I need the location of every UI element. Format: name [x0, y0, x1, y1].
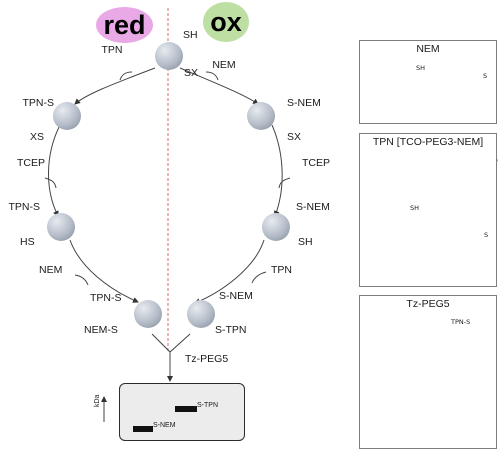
left-tcep: TCEP — [17, 157, 46, 169]
protein-bead — [187, 300, 215, 328]
right-sh: SH — [298, 236, 313, 248]
arrow-right-1 — [271, 124, 283, 217]
gel-kda-label: kDa — [94, 394, 101, 407]
tz-panel: Tz-PEG5 — [359, 295, 497, 449]
tcep-feed-left — [44, 177, 57, 189]
ox-state-oval: ox — [203, 2, 249, 42]
protein-bead — [262, 213, 290, 241]
nem-panel-title: NEM — [416, 43, 440, 55]
tpn-panel: TPN [TCO-PEG3-NEM] — [359, 133, 497, 287]
left-nem-s: NEM-S — [84, 324, 118, 336]
left-nem: NEM — [39, 264, 63, 276]
tz-panel-title: Tz-PEG5 — [406, 298, 450, 310]
protein-bead — [53, 102, 81, 130]
protein-bead — [155, 42, 183, 70]
gel-band-upper-label: S-TPN — [197, 402, 218, 409]
gel-band-lower — [133, 426, 153, 432]
left-xs: XS — [30, 131, 45, 143]
nem-feed — [205, 71, 219, 81]
left-tpn-s-2: TPN-S — [8, 201, 41, 213]
right-s-tpn: S-TPN — [215, 324, 247, 336]
gel-image — [119, 383, 245, 441]
left-tpn-s-1: TPN-S — [22, 97, 55, 109]
tz-reagent-label: TPN-S — [451, 318, 471, 326]
tz-peg5-reagent: Tz-PEG5 — [185, 353, 229, 365]
protein-bead — [47, 213, 75, 241]
right-sx: SX — [287, 131, 302, 143]
right-s-nem-1: S-NEM — [287, 97, 321, 109]
arrow-top-to-right — [179, 67, 259, 105]
left-tpn-s-3: TPN-S — [90, 292, 122, 304]
top-sh-label: SH — [183, 29, 198, 41]
arrow-right-2 — [194, 239, 265, 304]
nem-feed-left — [74, 274, 89, 286]
nem-product-s: S — [483, 72, 488, 80]
nem-panel: NEM — [359, 40, 497, 124]
left-hs: HS — [20, 236, 35, 248]
tpn-product-s: S — [484, 231, 489, 239]
tpn-feed — [119, 71, 133, 81]
protein-bead — [247, 102, 275, 130]
merge-lines — [151, 333, 191, 353]
right-tcep: TCEP — [302, 157, 331, 169]
nem-thiol-label: SH — [416, 64, 426, 72]
red-label: red — [103, 9, 146, 40]
top-nem-reagent: NEM — [212, 59, 236, 71]
right-s-nem-3: S-NEM — [219, 290, 253, 302]
tpn-thiol-label: SH — [410, 204, 420, 212]
arrow-top-to-left — [74, 67, 156, 105]
arrow-left-2 — [69, 239, 139, 303]
right-s-nem-2: S-NEM — [296, 201, 330, 213]
top-sx-label: SX — [184, 67, 199, 79]
red-state-oval: red — [96, 7, 153, 43]
gel-band-upper — [175, 406, 197, 412]
right-tpn: TPN — [271, 264, 292, 276]
arrow-left-1 — [48, 124, 61, 217]
ox-label: ox — [210, 6, 242, 37]
top-tpn-reagent: TPN — [101, 44, 123, 56]
gel-band-lower-label: S-NEM — [153, 422, 176, 429]
tpn-panel-title: TPN [TCO-PEG3-NEM] — [372, 136, 484, 148]
tcep-feed-right — [278, 177, 291, 189]
protein-bead — [134, 300, 162, 328]
tpn-feed-right — [251, 271, 267, 284]
